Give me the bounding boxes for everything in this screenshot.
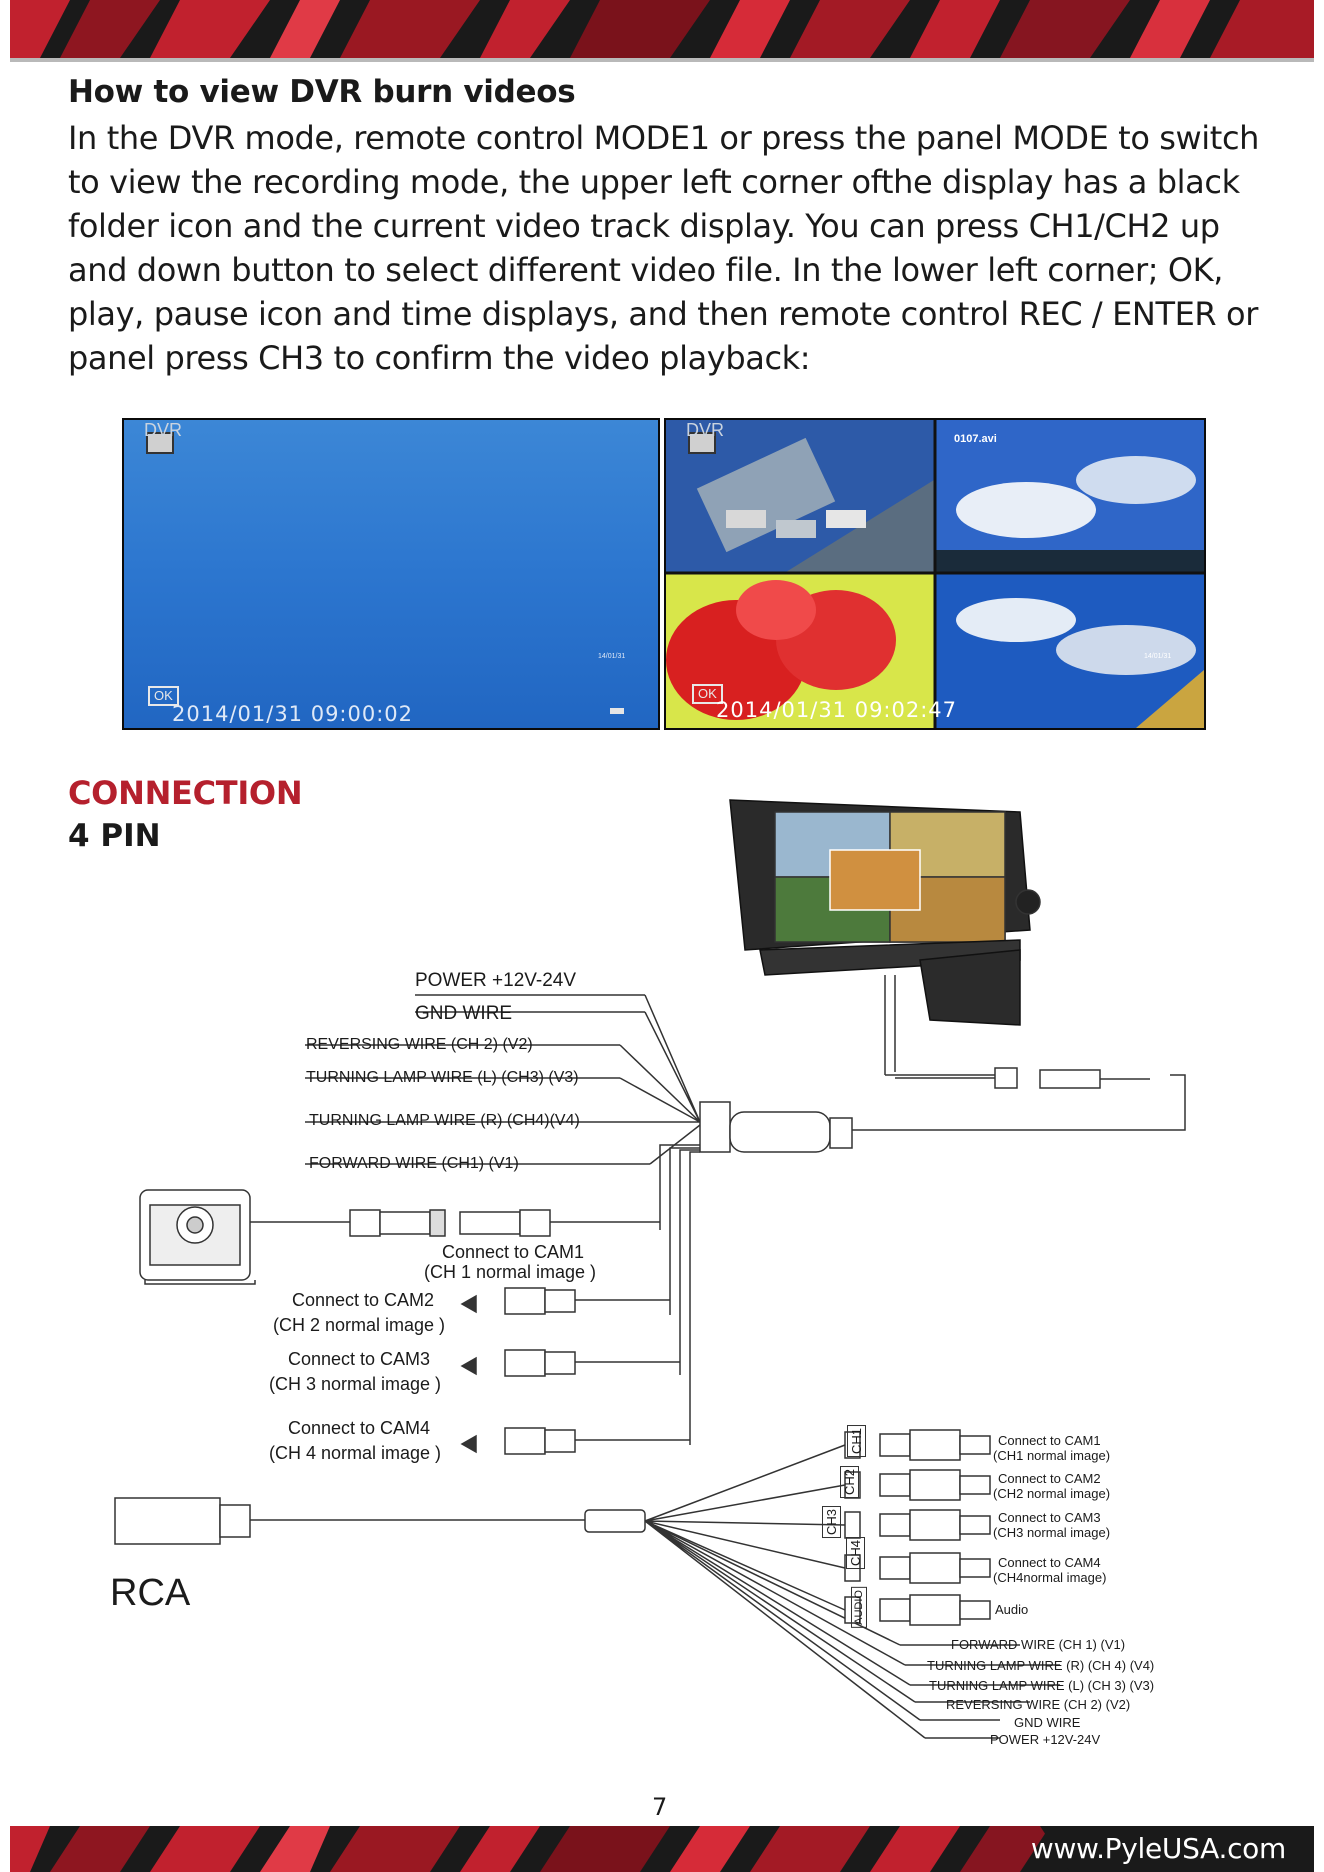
rca-output-connectors	[844, 1429, 991, 1626]
wire-label-turning-left: TURNING LAMP WIRE (L) (CH3) (V3)	[306, 1069, 579, 1086]
wiring-diagram	[114, 799, 1186, 1739]
battery-icon	[610, 708, 624, 714]
bottom-wire-power: POWER +12V-24V	[990, 1732, 1101, 1747]
connection-heading: CONNECTION	[68, 774, 303, 812]
pin-heading: 4 PIN	[68, 818, 161, 854]
cam2-sublabel: (CH 2 normal image )	[273, 1315, 446, 1335]
website-link[interactable]: www.PyleUSA.com	[1030, 1832, 1286, 1865]
rca-channel-ch1: CH1	[847, 1425, 866, 1458]
bottom-wire-forward: FORWARD WIRE (CH 1) (V1)	[951, 1637, 1126, 1652]
bottom-wire-turning-left: TURNING LAMP WIRE (L) (CH 3) (V3)	[929, 1678, 1155, 1693]
folder-icon	[688, 432, 716, 454]
cam1-label: Connect to CAM1	[442, 1242, 585, 1262]
rca-out3-sublabel: (CH3 normal image)	[993, 1525, 1111, 1540]
folder-icon	[146, 432, 174, 454]
bottom-banner: www.PyleUSA.com	[10, 1826, 1314, 1872]
file-name: 0107.avi	[954, 433, 997, 445]
bottom-wire-reversing: REVERSING WIRE (CH 2) (V2)	[946, 1697, 1131, 1712]
rca-channel-ch4: CH4	[846, 1537, 865, 1570]
rca-out1-label: Connect to CAM1	[998, 1433, 1101, 1448]
section-title: How to view DVR burn videos	[68, 74, 576, 110]
rca-out4-label: Connect to CAM4	[998, 1555, 1101, 1570]
rca-out1-sublabel: (CH1 normal image)	[993, 1448, 1111, 1463]
banner-pattern	[10, 1826, 1314, 1872]
rca-channel-audio: AUDIO	[851, 1587, 867, 1628]
wire-label-gnd: GND WIRE	[415, 1003, 513, 1024]
wire-label-power: POWER +12V-24V	[415, 970, 577, 991]
quad-view-image	[666, 420, 1204, 728]
rca-out3-label: Connect to CAM3	[998, 1510, 1101, 1525]
rca-out4-sublabel: (CH4normal image)	[993, 1570, 1107, 1585]
intro-paragraph: In the DVR mode, remote control MODE1 or…	[68, 119, 1260, 377]
cam-connectors	[349, 1209, 690, 1455]
rca-out-audio-label: Audio	[995, 1602, 1029, 1617]
rca-label: RCA	[110, 1572, 191, 1614]
page-number: 7	[652, 1793, 668, 1821]
banner-pattern	[10, 0, 1314, 58]
bottom-wire-turning-right: TURNING LAMP WIRE (R) (CH 4) (V4)	[927, 1658, 1155, 1673]
cam4-sublabel: (CH 4 normal image )	[269, 1443, 442, 1463]
bottom-wire-gnd: GND WIRE	[1014, 1715, 1081, 1730]
timestamp: 2014/01/31 09:00:02	[172, 702, 414, 726]
monitor-illustration	[729, 799, 1041, 1075]
wire-label-reversing: REVERSING WIRE (CH 2) (V2)	[306, 1036, 533, 1053]
dvr-screen-quad: DVR 0107.avi 14/01/31 OK 2014/01/31 09:0…	[664, 418, 1206, 730]
rca-illustration	[114, 1444, 1060, 1739]
cam2-label: Connect to CAM2	[292, 1290, 435, 1310]
rca-out2-label: Connect to CAM2	[998, 1471, 1101, 1486]
timestamp: 2014/01/31 09:02:47	[716, 698, 958, 722]
wire-label-turning-right: TURNING LAMP WIRE (R) (CH4)(V4)	[309, 1112, 580, 1129]
camera-illustration	[139, 1189, 350, 1285]
corner-date: 14/01/31	[598, 653, 626, 660]
harness-wires	[305, 994, 1186, 1445]
cam3-sublabel: (CH 3 normal image )	[269, 1374, 442, 1394]
rca-channel-ch3: CH3	[822, 1506, 841, 1539]
cam1-sublabel: (CH 1 normal image )	[424, 1262, 597, 1282]
dvr-label: DVR	[686, 420, 725, 440]
top-banner	[10, 0, 1314, 58]
rca-channel-ch2: CH2	[840, 1466, 859, 1499]
cam3-label: Connect to CAM3	[288, 1349, 431, 1369]
banner-divider	[10, 58, 1314, 62]
cam4-label: Connect to CAM4	[288, 1418, 431, 1438]
dvr-label: DVR	[144, 420, 183, 440]
wire-label-forward: FORWARD WIRE (CH1) (V1)	[309, 1155, 519, 1172]
dvr-screen-empty: DVR 14/01/31 OK 2014/01/31 09:00:02	[122, 418, 660, 730]
ok-icon: OK	[692, 684, 723, 704]
ok-icon: OK	[148, 686, 179, 706]
rca-out2-sublabel: (CH2 normal image)	[993, 1486, 1111, 1501]
corner-date: 14/01/31	[1144, 653, 1172, 660]
